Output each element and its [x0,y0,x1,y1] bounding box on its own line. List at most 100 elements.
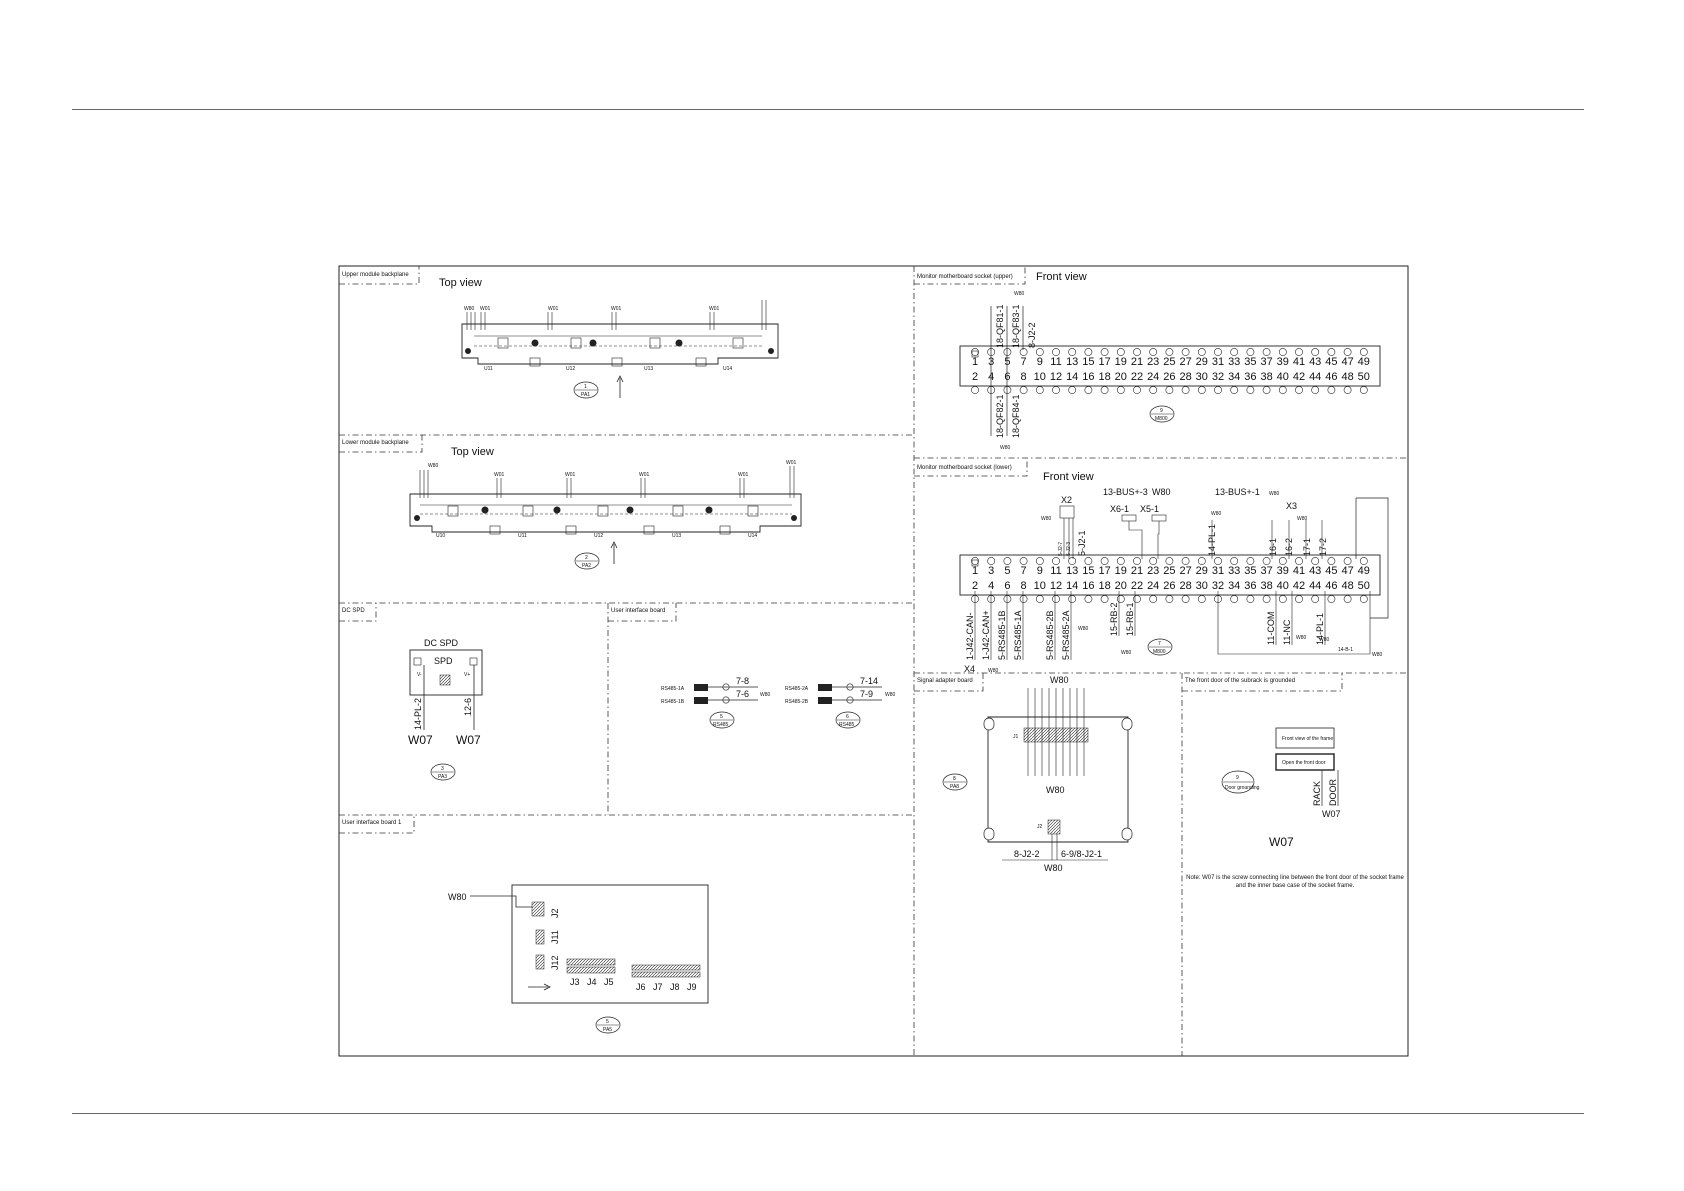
socket-pin-number: 15 [1082,356,1094,368]
dc-spd-box [409,649,483,696]
socket-pin-hole [1084,595,1093,603]
socket-pin-number: 37 [1260,356,1272,368]
socket-pin-hole [1246,595,1255,603]
socket-pin-hole [1068,557,1077,565]
ui-left-wire-b: 7-6 [736,689,749,699]
socket-pin-number: 31 [1212,356,1224,368]
socket-pin-number: 23 [1147,356,1159,368]
socket-pin-hole [1311,386,1320,394]
ui-right-badge: 6 RS485 [835,711,861,729]
front-door-box-2 [1275,753,1335,771]
front-door-note: Note: W07 is the screw connecting line b… [1186,875,1404,889]
socket-pin-hole [1035,557,1044,565]
socket-pin-hole [1003,348,1012,356]
socket-pin-hole [1327,348,1336,356]
ml-bottom-cable: W80 [1078,626,1089,632]
ml-label-w80c: W80 [1041,516,1052,522]
front-door-cable: W07 [1322,809,1341,819]
svg-text:9: 9 [1236,775,1239,781]
monitor-upper-tag: Monitor motherboard socket (upper) [917,274,1013,280]
socket-pin-number: 32 [1212,371,1224,383]
ui1-badge: 5 PA5 [595,1016,621,1034]
socket-pin-number: 42 [1293,371,1305,383]
svg-text:3: 3 [441,766,444,772]
svg-text:PA2: PA2 [582,563,591,569]
socket-pin-number: 7 [1021,565,1027,577]
front-door-panel: The front door of the subrack is grounde… [1185,678,1404,889]
socket-pin-hole [1197,557,1206,565]
dc-spd-wire-1: 14-PL-2 [413,698,423,730]
socket-pin-number: 22 [1131,371,1143,383]
socket-pin-hole [1278,595,1287,603]
socket-pin-hole [1295,595,1303,603]
socket-pin-number: 25 [1163,356,1175,368]
socket-pin-hole [1149,386,1158,394]
upper-slot-label: U11 [484,366,493,372]
lower-backplane-view-title: Top view [451,446,494,458]
ui1-connector-j5: J5 [604,977,614,987]
monitor-upper-bottom-cable: W80 [1000,445,1011,451]
socket-pin-hole [1181,348,1190,356]
socket-pin-hole [1262,557,1271,565]
svg-text:5: 5 [720,714,723,720]
ui1-connector-j9: J9 [687,982,697,992]
socket-pin-number: 31 [1212,565,1224,577]
upper-wire-label: W01 [611,306,622,312]
monitor-lower-tag: Monitor motherboard socket (lower) [917,465,1012,471]
monitor-upper-badge: 9 M800 [1149,405,1175,423]
ml-label-w80b: W80 [1269,491,1280,497]
upper-wire-label: W80 [464,306,475,312]
socket-pin-hole [1262,386,1271,394]
socket-pin-hole [1116,348,1125,356]
mount-hole [768,348,774,354]
socket-pin-number: 6 [1004,371,1010,383]
socket-pin-number: 17 [1098,565,1110,577]
upper-backplane-view-title: Top view [439,277,482,289]
front-door-badge: 9 Door grounding [1221,770,1260,794]
monitor-upper-bottom-wire: 18-QF84-1 [1011,394,1021,438]
monitor-upper-top-wire: 18-QF81-1 [995,304,1005,348]
socket-pin-number: 46 [1325,580,1337,592]
socket-pin-number: 12 [1050,371,1062,383]
socket-pin-hole [1359,557,1368,565]
ui1-cable: W80 [448,892,467,902]
socket-pin-hole [1165,595,1174,603]
monitor-upper-top-wire: 18-QF83-1 [1011,304,1021,348]
ml-bottom-wire: 11-NC [1282,619,1292,645]
svg-text:7: 7 [1158,641,1161,647]
monitor-lower-panel: Monitor motherboard socket (lower) Front… [917,465,1389,674]
socket-pin-number: 12 [1050,580,1062,592]
dc-spd-tag: DC SPD [342,608,365,614]
socket-pin-hole [1262,348,1271,356]
ml-bottom-cable: W80 [1319,637,1330,643]
svg-text:PA3: PA3 [438,774,447,780]
socket-pin-hole [1084,386,1093,394]
lower-slot-label: U14 [748,533,757,539]
socket-pin-number: 1 [972,356,978,368]
signal-adapter-bottom-cable: W80 [1044,863,1063,873]
svg-text:9: 9 [1160,408,1163,414]
svg-text:RS485: RS485 [839,722,855,728]
socket-pin-number: 34 [1228,371,1240,383]
socket-pin-hole [1311,557,1320,565]
socket-pin-number: 11 [1050,356,1061,368]
signal-adapter-badge: 8 PA8 [942,773,968,791]
dc-spd-box-label: SPD [434,656,453,666]
socket-pin-number: 38 [1260,580,1272,592]
socket-pin-number: 16 [1082,371,1094,383]
ml-bottom-wire: 15-RB-2 [1109,602,1119,636]
socket-pin-hole [1133,557,1141,565]
front-door-rack: RACK [1312,781,1322,806]
socket-pin-hole [1084,557,1093,565]
socket-pin-number: 17 [1098,356,1110,368]
socket-pin-number: 19 [1115,356,1127,368]
upper-wire-label: W01 [548,306,559,312]
svg-text:6: 6 [846,714,849,720]
dc-spd-badge: 3 PA3 [430,763,456,781]
socket-pin-number: 8 [1021,580,1027,592]
ml-top-wire: 17-2 [1318,538,1328,556]
diagram-frame [338,265,1409,1057]
monitor-upper-top-cable: W80 [1014,291,1025,297]
socket-pin-hole [1359,348,1368,356]
lower-backplane-panel: Lower module backplane Top view [342,440,802,570]
